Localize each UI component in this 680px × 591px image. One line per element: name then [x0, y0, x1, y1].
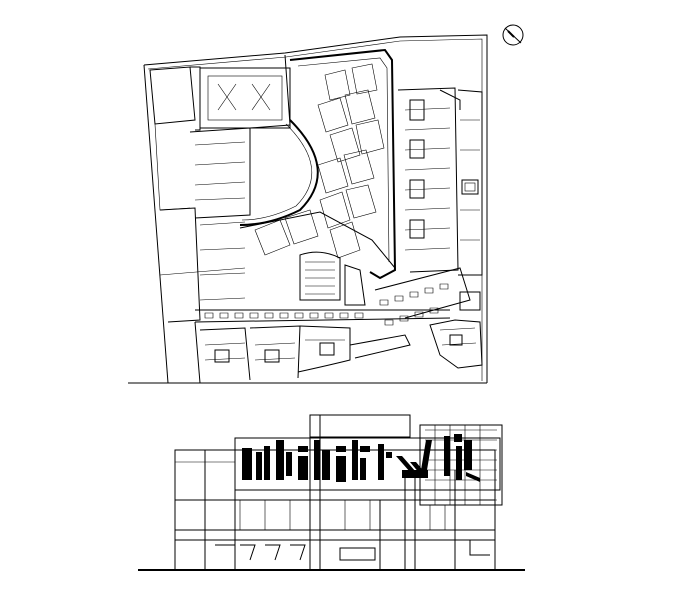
west-wing [149, 66, 291, 323]
elevation-frame [174, 414, 503, 571]
courtyard [239, 54, 319, 226]
site-plan [128, 34, 488, 384]
lower-level-details [215, 500, 490, 561]
southeast-pavilion [429, 291, 483, 369]
angled-rooms [254, 63, 385, 259]
north-arrow-icon [502, 24, 524, 46]
east-wing [397, 87, 483, 276]
south-corridor [194, 267, 471, 326]
facade-block-pattern [242, 434, 480, 482]
front-elevation [138, 414, 525, 571]
southwest-rooms [194, 321, 411, 384]
north-block [239, 48, 397, 306]
